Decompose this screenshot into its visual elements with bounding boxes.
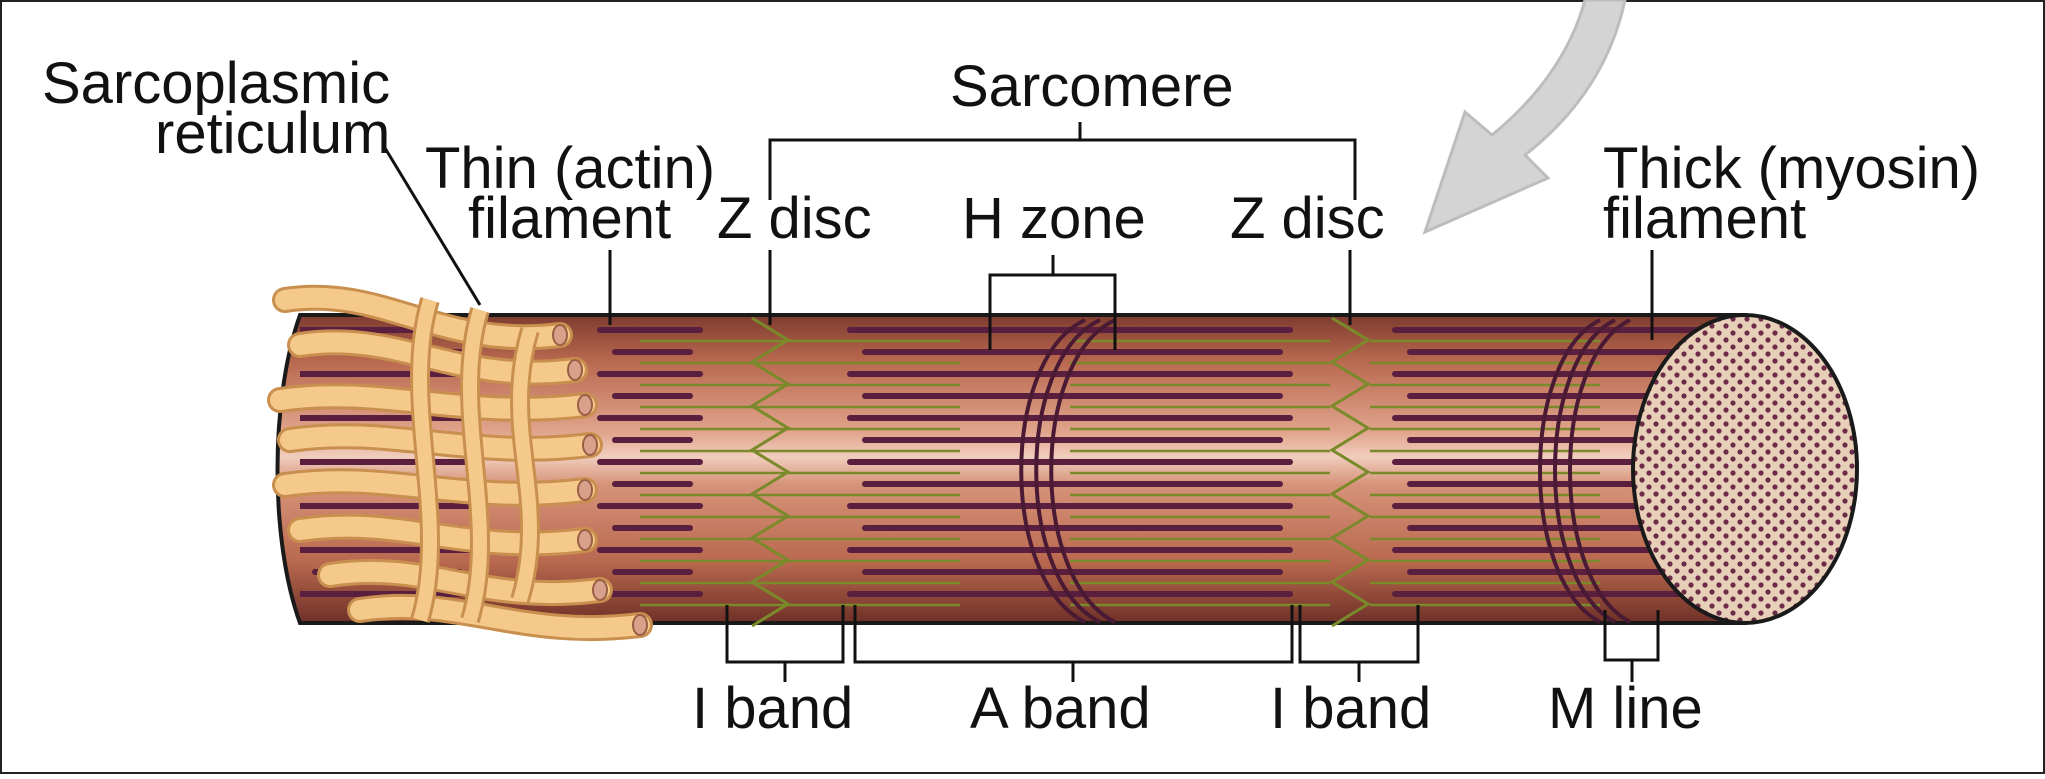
reticulum-tube: [320, 561, 610, 604]
reticulum-tube-end: [592, 579, 608, 601]
label-sarcoplasmic-2: reticulum: [155, 101, 390, 166]
label-thin-1: Thin (actin): [425, 136, 715, 201]
reticulum-tube: [350, 596, 650, 639]
label-thick-2: filament: [1603, 186, 1806, 251]
m-line-arcs: [1019, 318, 1631, 624]
fiber-end-cap: [1631, 313, 1859, 625]
z-disc-zigzag: [1329, 316, 1371, 628]
reticulum-cross: [413, 297, 437, 623]
label-leaders: [383, 122, 1660, 682]
reticulum-cross: [463, 307, 487, 623]
reticulum-tube-end: [567, 359, 583, 381]
label-z-disc-left: Z disc: [717, 186, 872, 251]
myofibril-body: [275, 313, 1747, 625]
reticulum-tube-end: [552, 324, 568, 346]
reticulum-cross: [513, 327, 537, 603]
z-disc-lines: [749, 316, 1371, 628]
label-sarcomere: Sarcomere: [950, 54, 1234, 119]
reticulum-tube-end: [632, 614, 648, 636]
label-z-disc-right: Z disc: [1230, 186, 1385, 251]
reticulum-tube: [275, 287, 570, 348]
reticulum-tube-end: [577, 529, 593, 551]
z-disc-zigzag: [749, 316, 791, 628]
reticulum-tube-end: [577, 394, 593, 416]
label-thin-2: filament: [468, 186, 671, 251]
reticulum-tube-end: [582, 434, 598, 456]
label-thick-1: Thick (myosin): [1603, 136, 1980, 201]
curved-arrow-icon: [1422, 0, 1627, 235]
sarcoplasmic-reticulum-mesh: [267, 284, 653, 642]
label-i-band-left: I band: [692, 676, 853, 741]
label-i-band-right: I band: [1270, 676, 1431, 741]
label-sarcoplasmic-1: Sarcoplasmic: [42, 51, 390, 116]
reticulum-tube-end: [577, 479, 593, 501]
label-a-band: A band: [970, 676, 1151, 741]
label-m-line: M line: [1548, 676, 1703, 741]
label-h-zone: H zone: [962, 186, 1146, 251]
